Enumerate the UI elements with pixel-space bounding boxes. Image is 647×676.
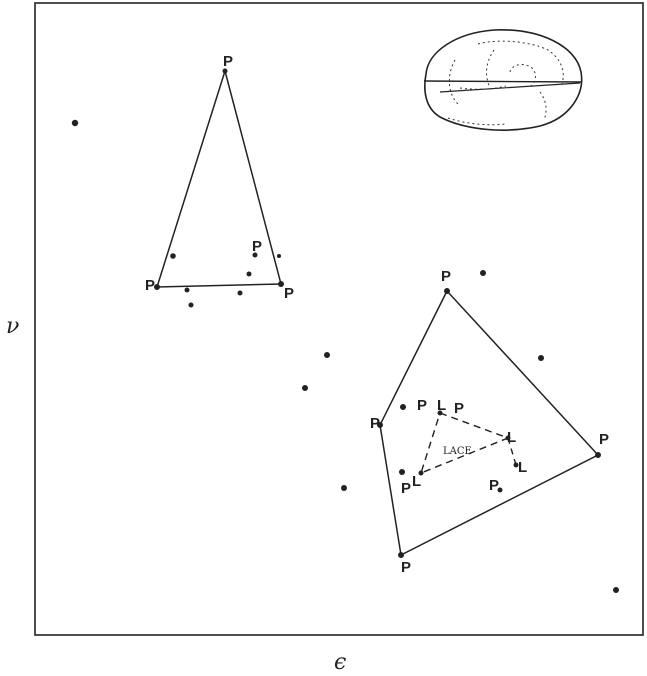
vertex-point xyxy=(154,284,160,290)
scatter-point xyxy=(277,254,281,258)
scatter-point xyxy=(324,352,330,358)
label-p: P xyxy=(401,480,411,497)
vertex-point xyxy=(398,552,404,558)
vertex-point xyxy=(278,281,284,287)
vertex-point xyxy=(437,410,443,416)
scatter-point xyxy=(246,271,252,277)
scatter-point xyxy=(188,302,194,308)
label-p: P xyxy=(441,268,451,285)
vertex-point xyxy=(377,422,383,428)
scatter-point xyxy=(184,287,190,293)
label-l: L xyxy=(437,397,446,414)
label-l: L xyxy=(518,459,527,476)
scatter-point xyxy=(497,487,503,493)
label-p: P xyxy=(145,277,155,294)
label-l: L xyxy=(412,473,421,490)
scatter-point xyxy=(252,252,258,258)
scatter-point xyxy=(480,270,486,276)
label-p: P xyxy=(417,397,427,414)
scatter-point xyxy=(341,485,347,491)
label-p: P xyxy=(370,415,380,432)
label-l: L xyxy=(507,429,516,446)
vertex-point xyxy=(595,452,601,458)
scatter-point xyxy=(237,290,243,296)
inset-rock-sketch xyxy=(423,29,583,131)
triangle-polygon xyxy=(155,68,282,288)
scatter-point xyxy=(400,404,406,410)
scatter-point xyxy=(71,119,79,127)
quadrilateral-polygon xyxy=(379,289,600,557)
label-p: P xyxy=(223,53,233,70)
label-p: P xyxy=(284,285,294,302)
label-p: P xyxy=(599,431,609,448)
x-axis-label: ϵ xyxy=(334,650,347,675)
scatter-point xyxy=(302,385,308,391)
vertex-point xyxy=(505,435,511,441)
label-p: P xyxy=(252,238,262,255)
scatter-point xyxy=(538,355,544,361)
label-p: P xyxy=(401,559,411,576)
region-label: LACE xyxy=(443,446,472,457)
vertex-point xyxy=(444,288,450,294)
point-labels: P P P P P P P L P L L L P P P P xyxy=(145,53,609,576)
scatter-point xyxy=(613,587,619,593)
y-axis-label: ν xyxy=(6,314,20,339)
label-p: P xyxy=(489,477,499,494)
label-p: P xyxy=(454,400,464,417)
vertex-point xyxy=(418,470,424,476)
vertex-point xyxy=(513,462,519,468)
lace-triangle xyxy=(419,412,510,475)
scatter-points xyxy=(71,119,619,593)
vertex-point xyxy=(222,68,228,74)
scatter-point xyxy=(170,253,176,259)
plot-frame xyxy=(34,2,644,636)
scatter-point xyxy=(399,469,405,475)
lace-extension xyxy=(507,437,517,466)
